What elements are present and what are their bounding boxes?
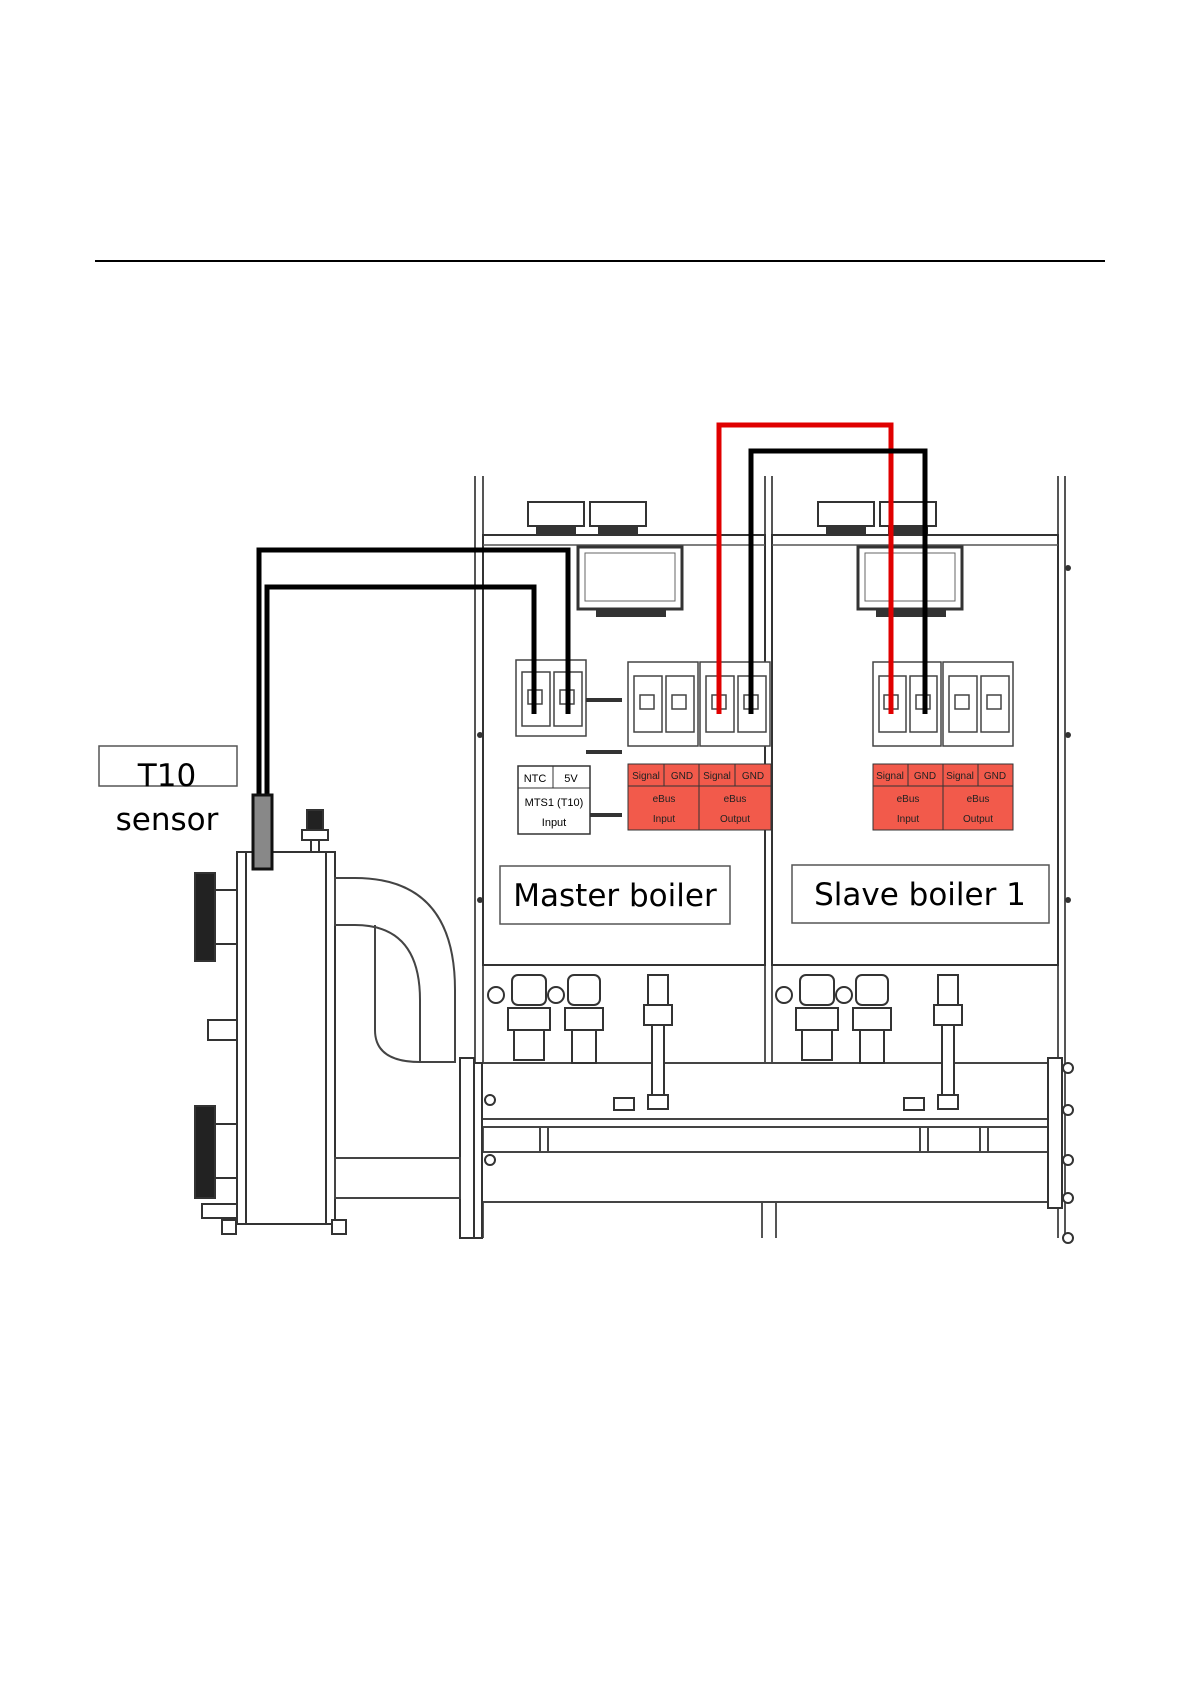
mts1-label-table: NTC 5V MTS1 (T10) Input: [518, 766, 590, 834]
t10-sensor-probe: [253, 795, 272, 869]
master-in-gnd: GND: [671, 771, 693, 782]
slave-in-input: Input: [897, 814, 919, 825]
pipe-headers: [468, 1063, 1060, 1202]
mts1-5v-label: 5V: [564, 773, 578, 785]
slave-in-ebus: eBus: [897, 794, 920, 805]
hydraulic-separator: [195, 810, 346, 1234]
slave-out-ebus: eBus: [967, 794, 990, 805]
master-in-signal: Signal: [632, 771, 660, 782]
sensor-label: sensor: [116, 802, 219, 838]
connecting-pipes: [335, 878, 460, 1198]
mts1-ntc-label: NTC: [524, 773, 547, 785]
slave-out-signal: Signal: [946, 771, 974, 782]
slave-in-signal: Signal: [876, 771, 904, 782]
master-out-output: Output: [720, 814, 750, 825]
master-in-ebus: eBus: [653, 794, 676, 805]
mts1-input-label: Input: [542, 817, 566, 829]
master-out-ebus: eBus: [724, 794, 747, 805]
master-out-signal: Signal: [703, 771, 731, 782]
master-boiler-label: Master boiler: [513, 878, 717, 914]
master-in-input: Input: [653, 814, 675, 825]
slave-out-output: Output: [963, 814, 993, 825]
slave-ebus-connectors: [873, 662, 1013, 746]
slave-in-gnd: GND: [914, 771, 936, 782]
slave-out-gnd: GND: [984, 771, 1006, 782]
slave-boiler-label: Slave boiler 1: [814, 877, 1026, 913]
slave-ebus-table: Signal GND Signal GND eBus eBus Input Ou…: [873, 764, 1013, 830]
t10-label: T10: [137, 758, 196, 794]
mts1-name-label: MTS1 (T10): [525, 797, 584, 809]
master-ebus-table: Signal GND Signal GND eBus eBus Input Ou…: [628, 764, 771, 830]
master-out-gnd: GND: [742, 771, 764, 782]
